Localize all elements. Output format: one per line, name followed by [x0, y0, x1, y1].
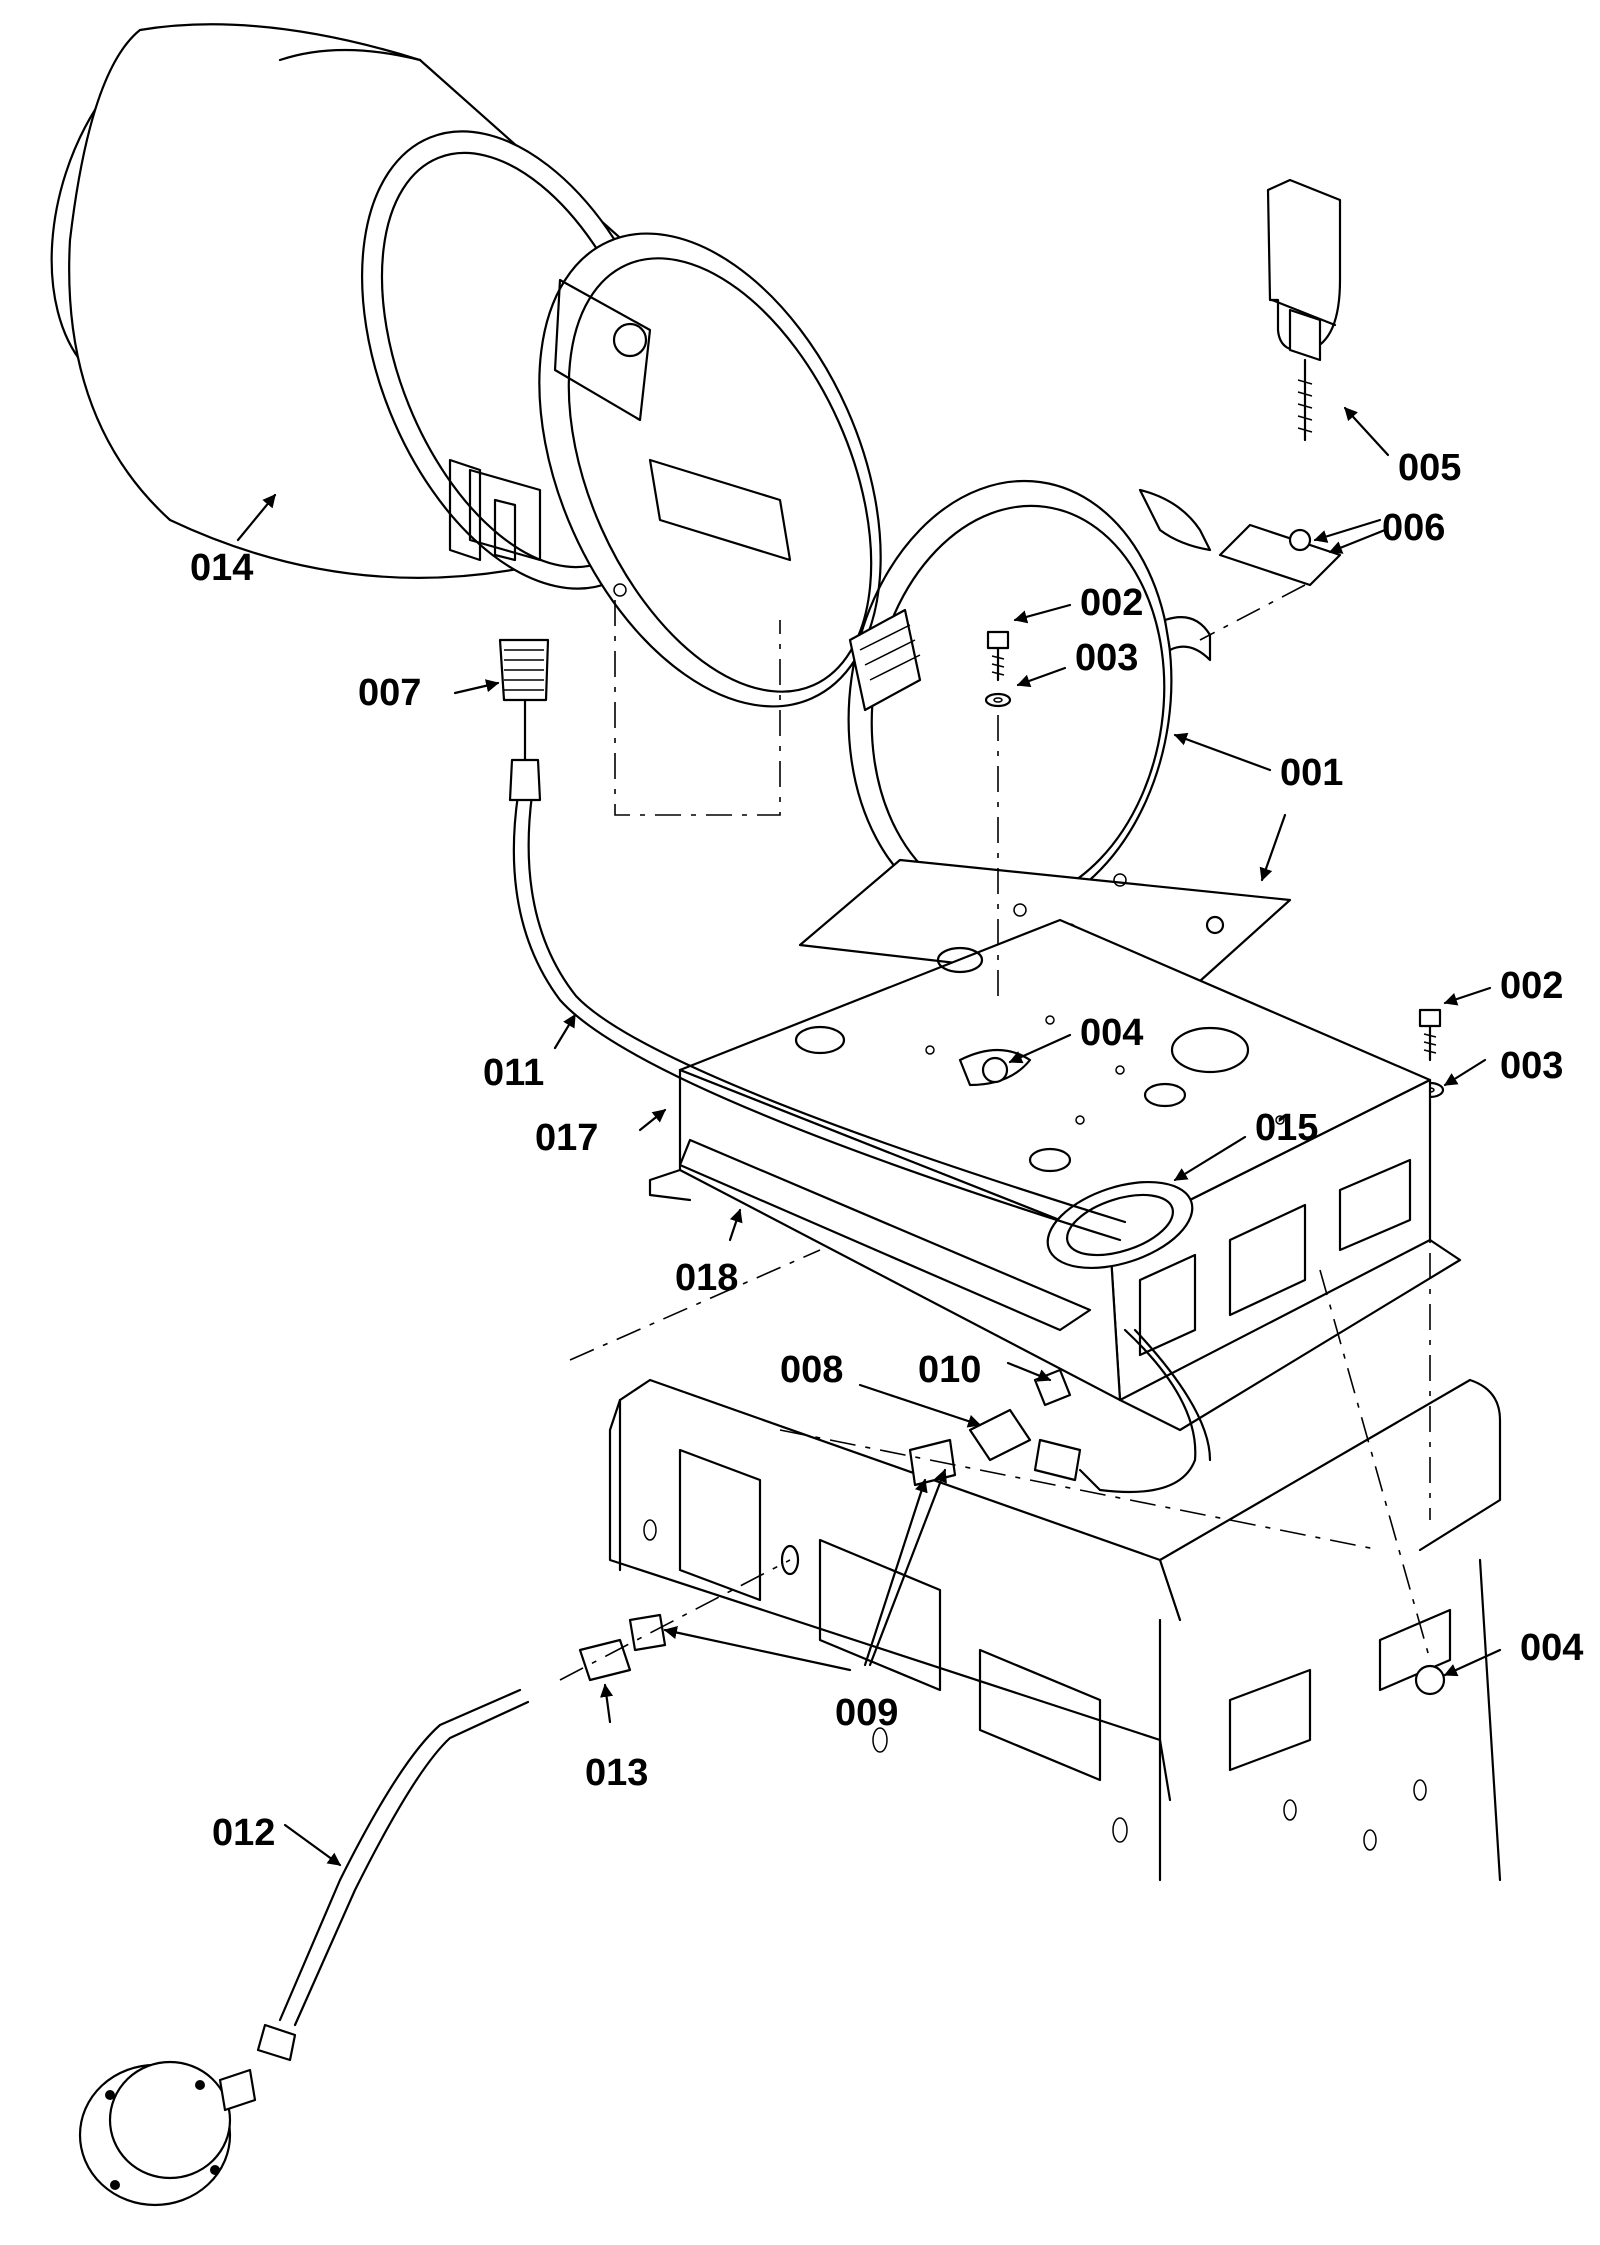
bracket-plate — [678, 1138, 1092, 1332]
callout-015: 015 — [1255, 1107, 1318, 1149]
callout-001: 001 — [1280, 752, 1343, 794]
callout-003-right: 003 — [1500, 1045, 1563, 1087]
callout-007: 007 — [358, 672, 421, 714]
callout-002-upper: 002 — [1080, 582, 1143, 624]
callout-003-upper: 003 — [1075, 637, 1138, 679]
callout-014: 014 — [190, 547, 253, 589]
callout-012: 012 — [212, 1812, 275, 1854]
bolt-right — [1415, 1008, 1445, 1099]
hose-lower — [256, 1688, 530, 2062]
callout-006: 006 — [1382, 507, 1445, 549]
combustion-cylinder — [50, 23, 882, 708]
callout-018: 018 — [675, 1257, 738, 1299]
center-lines — [559, 584, 1431, 1681]
callout-005: 005 — [1398, 447, 1461, 489]
spring-clip-assembly — [1218, 178, 1342, 587]
callout-004-lower: 004 — [1520, 1627, 1583, 1669]
callout-017: 017 — [535, 1117, 598, 1159]
callout-004-upper: 004 — [1080, 1012, 1143, 1054]
regulator — [78, 2060, 257, 2207]
callout-labels: 014 005 006 002 003 001 007 011 004 002 … — [190, 447, 1583, 1854]
callout-009: 009 — [835, 1692, 898, 1734]
callout-002-right: 002 — [1500, 965, 1563, 1007]
callout-010: 010 — [918, 1349, 981, 1391]
callout-008: 008 — [780, 1349, 843, 1391]
leader-arrows — [236, 406, 1502, 1867]
fitting-007 — [498, 638, 550, 802]
heater-housing — [608, 1378, 1502, 1882]
bolt-upper — [984, 630, 1012, 708]
callout-011: 011 — [483, 1052, 544, 1094]
tee-fittings — [578, 1368, 1082, 1682]
callout-013: 013 — [585, 1752, 648, 1794]
hose-upper — [512, 793, 1212, 1494]
